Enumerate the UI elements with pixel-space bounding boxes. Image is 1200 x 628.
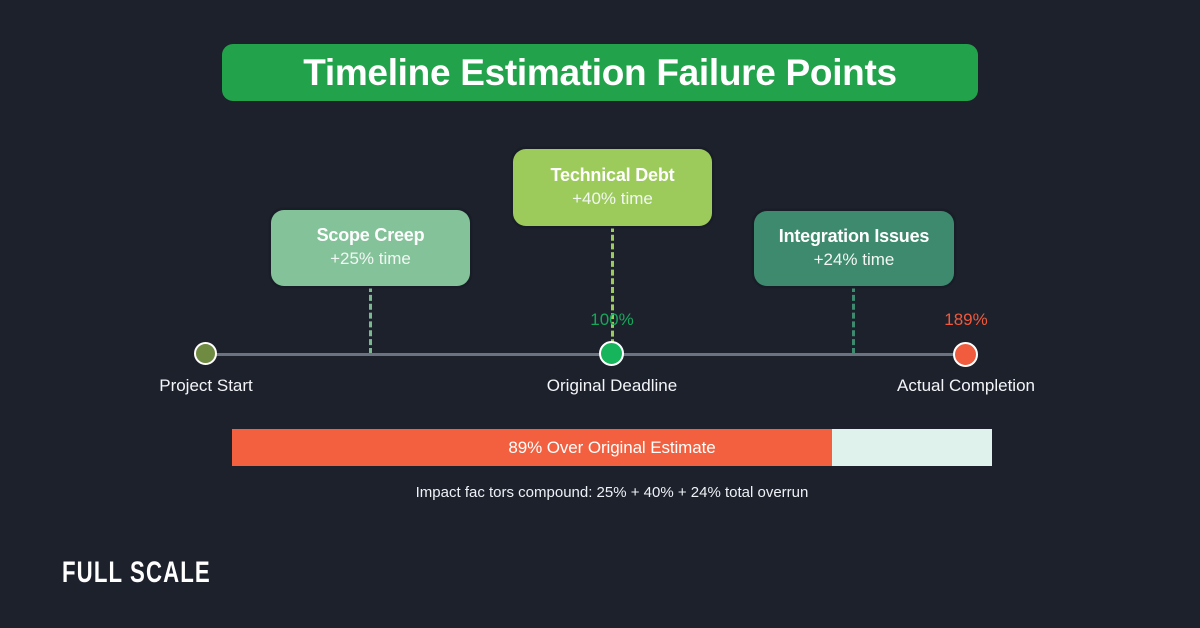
factor-card-value: +25% time [330, 249, 411, 268]
timeline-label-actual-completion: Actual Completion [897, 376, 1035, 395]
timeline-percent-deadline: 100% [590, 310, 634, 329]
factor-card-title: Scope Creep [316, 225, 425, 245]
factor-card-technical-debt: Technical Debt +40% time [513, 149, 712, 226]
factor-card-value: +24% time [813, 249, 895, 269]
factor-card-value: +40% time [572, 188, 653, 208]
overrun-progress-label: 89% Over Original Estimate [508, 437, 716, 457]
connector-integration-issues [852, 286, 855, 354]
timeline-label-original-deadline: Original Deadline [546, 376, 678, 395]
overrun-progress-bar: 89% Over Original Estimate [232, 429, 992, 466]
connector-technical-debt [611, 226, 614, 354]
factor-card-title: Technical Debt [550, 164, 675, 185]
timeline-marker-project-start [194, 342, 217, 365]
timeline-marker-original-deadline [599, 341, 624, 366]
title-banner: Timeline Estimation Failure Points [222, 44, 978, 101]
timeline-percent-actual: 189% [944, 310, 988, 329]
connector-scope-creep [369, 286, 372, 354]
timeline-axis [206, 353, 966, 356]
footnote-caption: Impact fac tors compound: 25% + 40% + 24… [415, 484, 809, 501]
factor-card-integration-issues: Integration Issues +24% time [754, 211, 954, 286]
factor-card-scope-creep: Scope Creep +25% time [271, 210, 470, 286]
brand-logo: FULL SCALE [62, 556, 211, 589]
timeline-marker-actual-completion [953, 342, 978, 367]
overrun-progress-fill [232, 429, 833, 466]
factor-card-title: Integration Issues [778, 225, 930, 246]
timeline-label-project-start: Project Start [159, 376, 253, 395]
page-title: Timeline Estimation Failure Points [303, 51, 897, 93]
